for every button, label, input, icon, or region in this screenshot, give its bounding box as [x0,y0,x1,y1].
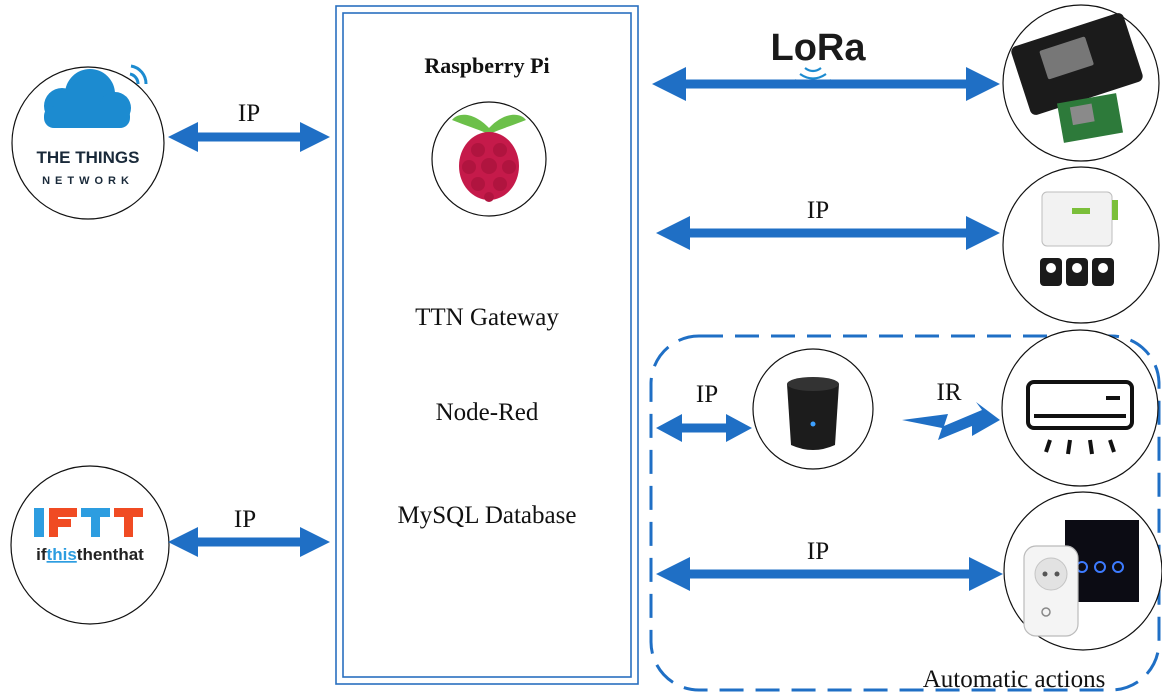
ir-blaster-hub-icon [787,377,839,450]
the-things-network-node: THE THINGS NETWORK [11,64,165,220]
arrow-pi-to-lora-device [652,67,1000,101]
ifttt-then: then [77,545,113,564]
arrow-pi-to-energy-meter [656,216,1000,250]
link-label-energy-meter: IP [807,197,829,224]
ttn-logo-line1: THE THINGS [37,148,140,167]
link-label-ifttt: IP [234,506,256,533]
air-conditioner-icon [1026,380,1134,455]
arrow-pi-to-smart-switch [656,557,1003,591]
raspberry-pi-logo-icon [431,101,547,217]
ttn-cloud-icon [44,64,148,128]
automatic-actions-group: Automatic actions [649,334,1161,693]
link-label-ir-hub: IP [696,381,718,408]
smart-plug-and-switch-icon [1023,520,1139,637]
ttn-logo-line2: NETWORK [42,175,134,187]
lora-logo: LoRa [771,27,867,88]
automatic-actions-label: Automatic actions [923,666,1106,693]
ifttt-if: if [36,545,47,564]
energy-meter-with-clamps-icon [1040,191,1118,286]
ifttt-logo-icon [34,508,143,537]
connection-arrows [168,67,1003,591]
energy-meter-node [1002,166,1160,324]
automatic-actions-dashed-border [649,334,1161,692]
smart-plug-node [1003,491,1162,651]
ifttt-this: this [47,545,77,564]
ir-hub-node [752,348,874,470]
arrow-ir-hub-to-air-conditioner [902,402,1000,440]
service-mysql-database: MySQL Database [398,502,577,529]
air-conditioner-node [1001,329,1159,487]
lora-microcontroller-board-icon [1011,13,1143,143]
raspberry-pi-title: Raspberry Pi [424,53,549,78]
ifttt-wordmark: ifthisthenthat [36,545,144,564]
air-conditioner-circle [1001,329,1159,487]
arrow-ifttt-to-pi [168,527,330,557]
link-label-smart-switch: IP [807,538,829,565]
ifttt-that: that [113,545,145,564]
arrow-ttn-to-pi [168,122,330,152]
ifttt-node: ifthisthenthat [10,465,170,625]
raspberry-pi-box: Raspberry Pi TTN Gateway Node-Red MySQL … [335,5,639,685]
link-label-ir: IR [937,379,962,406]
arrow-pi-to-ir-hub [656,414,752,442]
link-label-ttn: IP [238,100,260,127]
service-node-red: Node-Red [436,399,539,426]
raspberry-pi-inner-border [342,12,632,678]
service-ttn-gateway: TTN Gateway [415,304,559,331]
lora-device-node [1002,4,1160,162]
lora-logo-text: LoRa [771,27,867,69]
ifttt-circle [10,465,170,625]
